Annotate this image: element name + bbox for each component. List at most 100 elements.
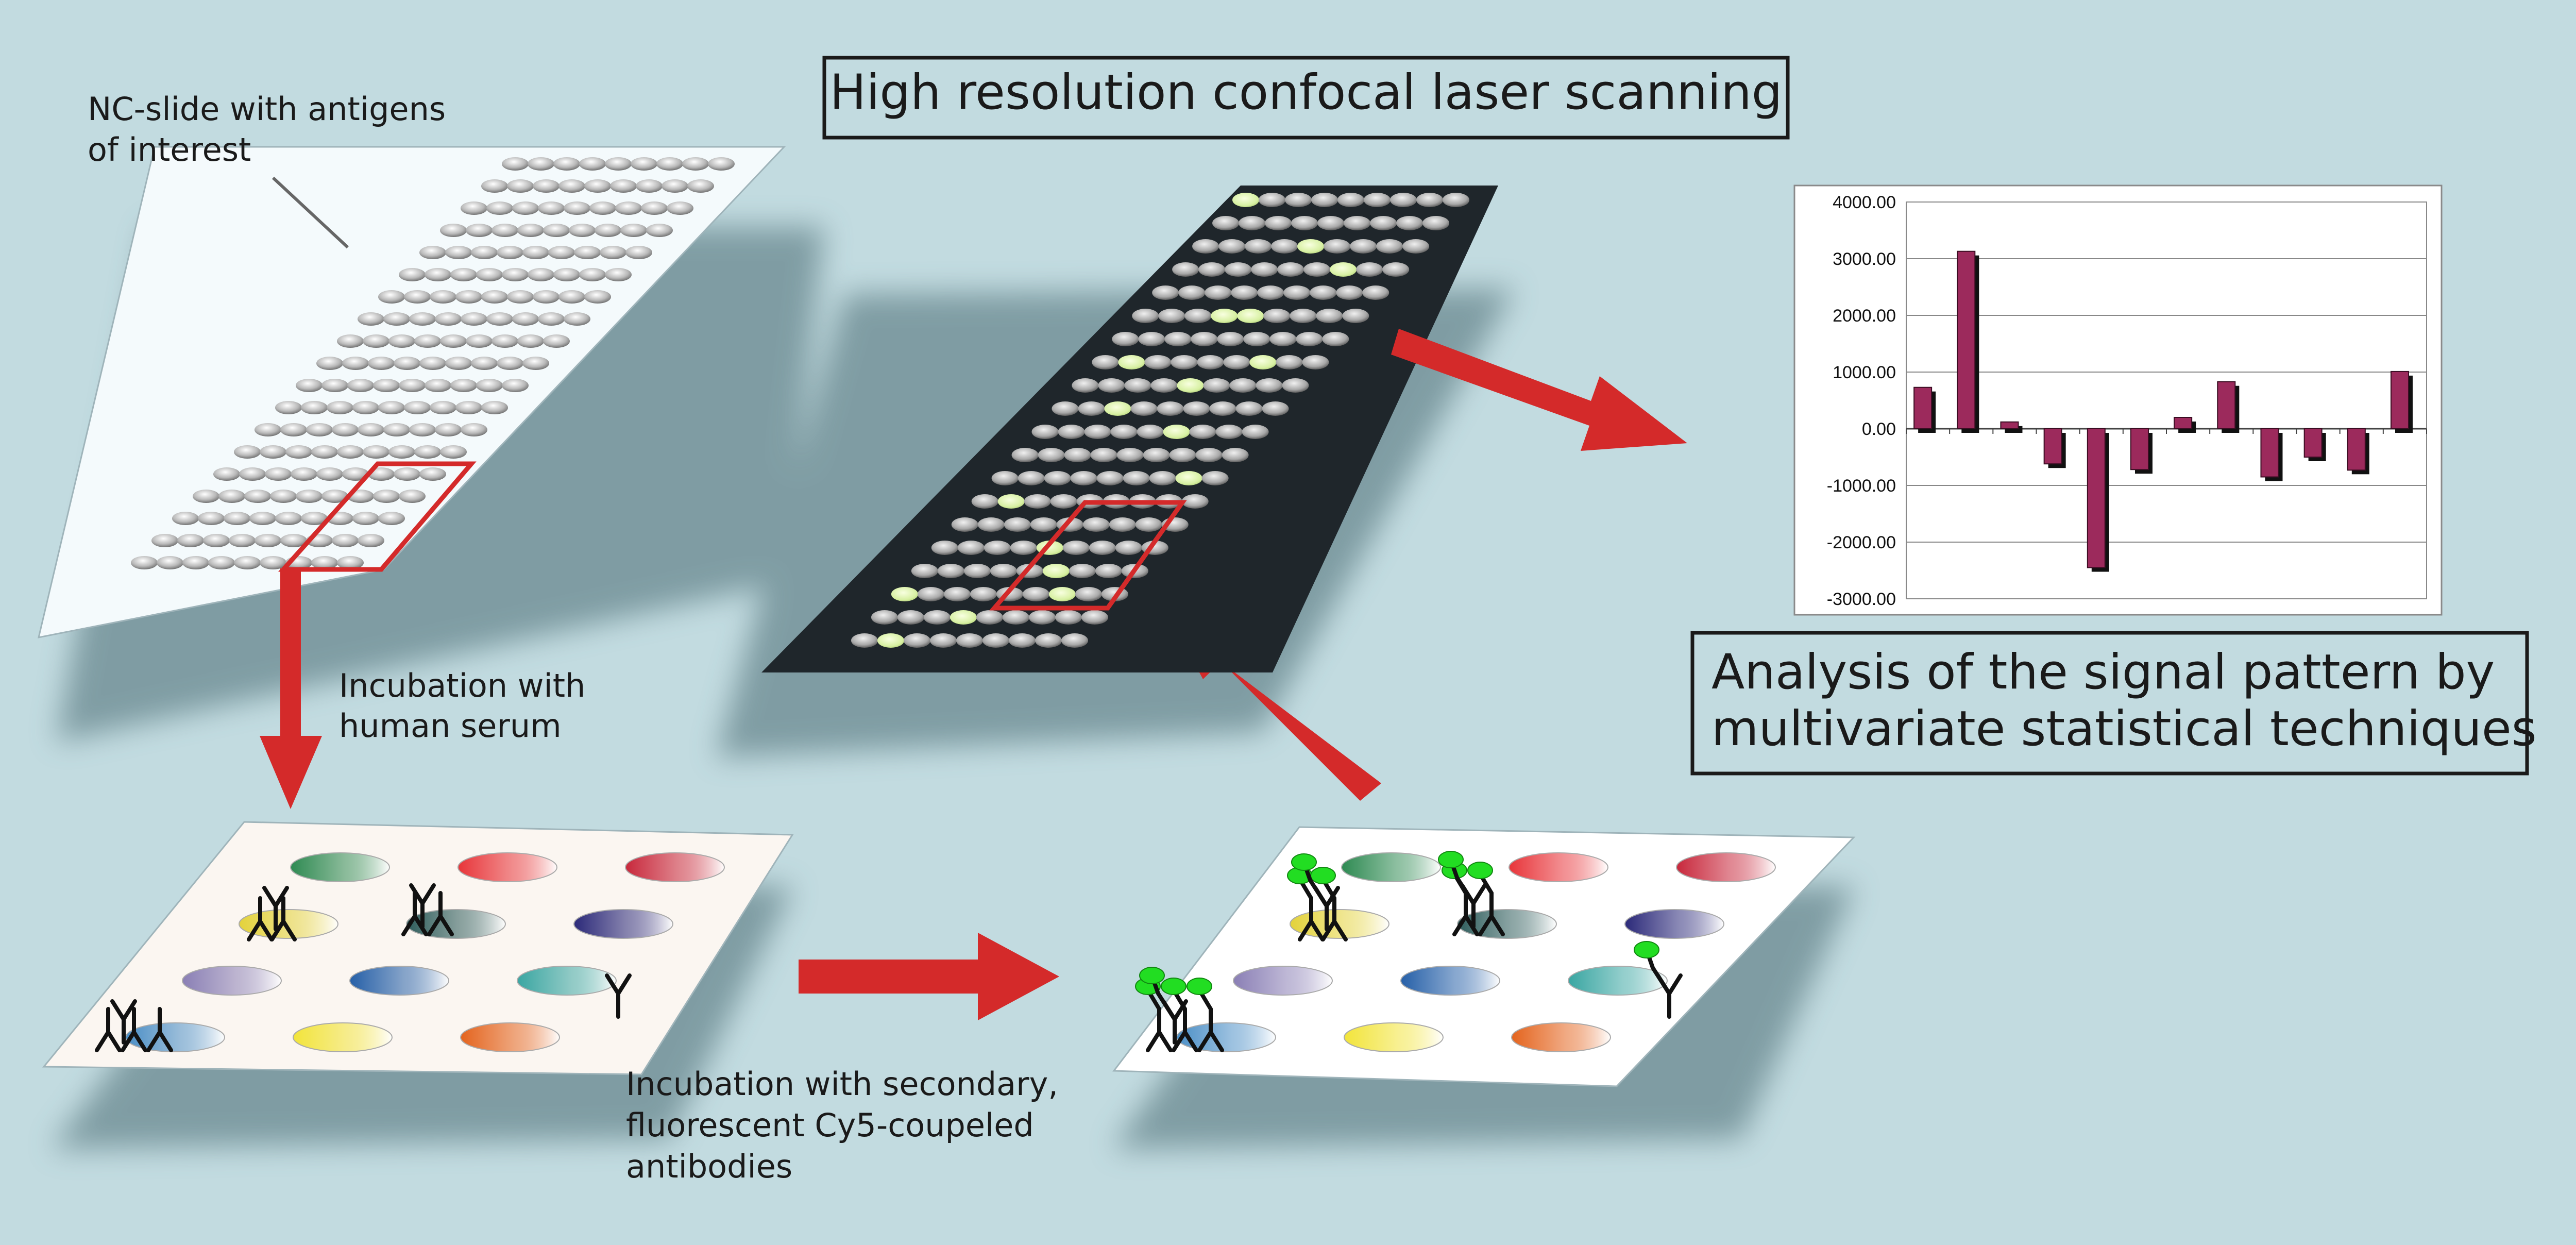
protein-spot [517, 966, 617, 996]
scan-spot [1322, 332, 1349, 346]
antibody-y-icon [1187, 978, 1224, 1052]
antigen-spot [548, 246, 575, 259]
protein-spot [349, 966, 449, 996]
bar [2043, 428, 2062, 465]
scan-spot [1317, 216, 1345, 230]
scan-spot [1203, 378, 1230, 393]
signal-bar-chart: 4000.003000.002000.001000.000.00-1000.00… [1793, 184, 2443, 616]
scan-spot [1062, 541, 1090, 555]
antigen-spot [383, 423, 410, 436]
analysis-title-line2: multivariate statistical techniques [1711, 701, 2537, 757]
scan-spot [1316, 309, 1343, 323]
scan-spot [1158, 309, 1185, 323]
scan-spot [1192, 239, 1219, 254]
scan-spot [1081, 610, 1108, 625]
antigen-spot [461, 312, 487, 326]
bar [1913, 386, 1933, 430]
antigen-spot [522, 246, 549, 259]
y-tick-label: 0.00 [1862, 419, 1896, 439]
antigen-spot [388, 334, 415, 348]
scan-spot [970, 587, 997, 601]
antigen-spot [419, 467, 446, 481]
protein-spot [182, 966, 282, 996]
fluorescent-spot [950, 610, 977, 625]
antigen-spot [605, 157, 632, 171]
antigen-spot [481, 290, 508, 304]
antigen-spot [512, 312, 539, 326]
fluorescent-spot [1177, 378, 1204, 393]
antigen-spot [625, 246, 652, 259]
antigen-spot [301, 512, 328, 525]
protein-spot [573, 909, 673, 939]
antigen-spot [306, 423, 333, 436]
protein-spot [1511, 1022, 1611, 1052]
scan-spot [1050, 494, 1077, 509]
scan-spot [1243, 332, 1270, 346]
antigen-spot [404, 401, 431, 414]
scan-spot [1362, 285, 1389, 300]
scan-spot [1205, 285, 1232, 300]
antigen-spot [203, 534, 230, 547]
antigen-spot [234, 445, 261, 459]
antigen-spot [430, 401, 456, 414]
scan-spot [911, 564, 938, 578]
antigen-spot [327, 401, 353, 414]
antigen-spot [631, 157, 657, 171]
antigen-spot [182, 556, 209, 569]
scan-spot [1337, 193, 1364, 207]
scan-spot [1262, 401, 1289, 416]
scan-spot [1311, 193, 1338, 207]
fluorescent-spot [1118, 355, 1145, 369]
fluorescent-spot [1175, 471, 1202, 485]
serum-incubated-array [42, 821, 794, 1075]
antigen-spot [481, 179, 508, 193]
scan-spot [1184, 309, 1212, 323]
antigen-spot [492, 334, 518, 348]
protein-spot [1233, 966, 1333, 996]
scan-spot [1269, 332, 1297, 346]
antigen-spot [517, 224, 544, 237]
scan-spot [1095, 564, 1122, 578]
antigen-spot [301, 401, 328, 414]
antigen-spot [528, 268, 554, 281]
scan-spot [1422, 216, 1450, 230]
scan-spot [1075, 587, 1102, 601]
fluorescent-tag-icon [1310, 867, 1336, 884]
serum-label-line2: human serum [339, 707, 562, 745]
antigen-spot [409, 312, 436, 326]
antigen-spot [208, 556, 235, 569]
antigen-spot [486, 201, 513, 215]
antigen-spot [337, 445, 364, 459]
bar [2087, 428, 2106, 568]
antigen-spot [502, 379, 529, 392]
scan-spot [984, 541, 1011, 555]
antigen-spot [481, 401, 508, 414]
protein-spot [1676, 852, 1776, 882]
scan-spot [1028, 610, 1056, 625]
bar [1957, 250, 1976, 429]
scan-spot [1229, 378, 1257, 393]
scan-spot [1069, 564, 1096, 578]
antibody-y-icon [262, 886, 289, 931]
scan-spot [1096, 471, 1124, 485]
nc-slide [38, 146, 786, 638]
antigen-spot [321, 490, 348, 503]
protein-spot [293, 1022, 393, 1052]
scan-spot [1002, 610, 1029, 625]
antigen-spot [600, 246, 626, 259]
antibody-y-icon [1291, 853, 1340, 931]
antigen-spot [543, 334, 570, 348]
scan-spot [1157, 401, 1184, 416]
antigen-spot [383, 312, 410, 326]
scan-spot [1022, 587, 1049, 601]
antigen-spot [368, 467, 395, 481]
scan-spot [1072, 378, 1099, 393]
fluorescent-tag-icon [1139, 967, 1165, 984]
antigen-spot [641, 201, 668, 215]
secondary-label-line3: antibodies [626, 1148, 792, 1185]
antigen-spot [414, 445, 441, 459]
antigen-spot [440, 334, 467, 348]
antigen-spot [399, 268, 426, 281]
antigen-spot [255, 423, 281, 436]
antigen-spot [466, 224, 493, 237]
